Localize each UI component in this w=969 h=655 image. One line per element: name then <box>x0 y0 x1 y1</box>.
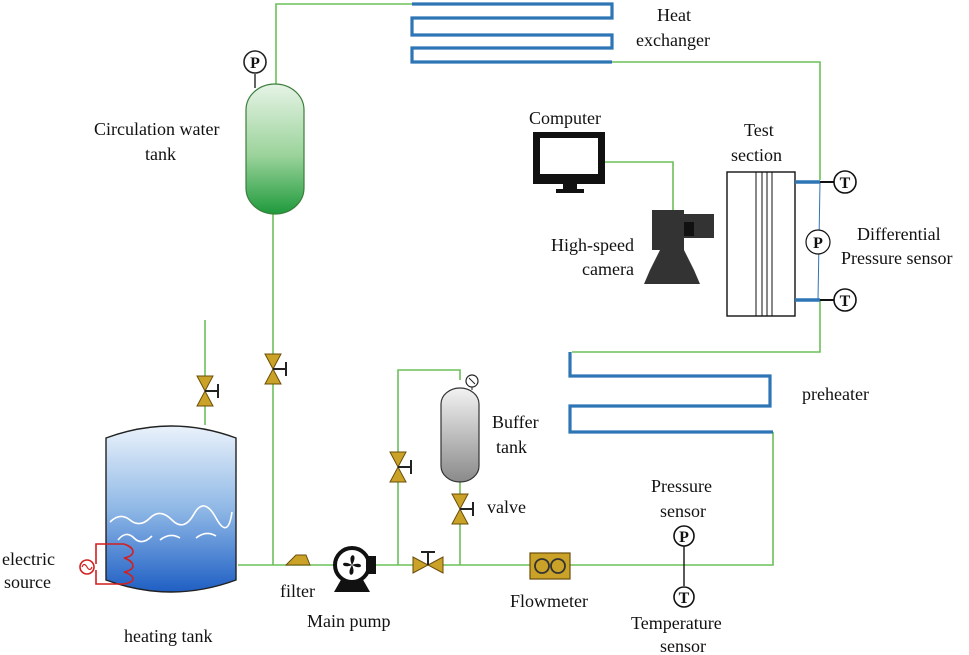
filter-label: filter <box>280 581 315 601</box>
diff-pressure-label-2: Pressure sensor <box>841 248 952 268</box>
temperature-sensor-icon: T <box>673 586 695 608</box>
flowmeter-icon <box>529 552 571 580</box>
preheater-coil <box>568 352 773 434</box>
heat-exchanger-label-2: exchanger <box>636 30 710 50</box>
diff-pressure-label-1: Differential <box>857 224 941 244</box>
buffer-tank-label-1: Buffer <box>492 412 539 432</box>
circulation-tank-label-1: Circulation water <box>94 119 219 139</box>
temperature-sensor-label-1: Temperature <box>631 613 722 633</box>
temperature-glyph-bottom: T <box>840 293 851 310</box>
flowmeter-label: Flowmeter <box>510 591 588 611</box>
temperature-sensor-label-2: sensor <box>660 636 706 655</box>
circulation-tank-label-2: tank <box>145 144 176 164</box>
heating-tank <box>105 425 237 593</box>
buffer-gauge-icon <box>465 374 479 390</box>
vent-valve-icon <box>196 375 219 407</box>
main-pump-icon <box>333 546 376 592</box>
pressure-sensor-icon: P <box>673 525 695 547</box>
valve-label: valve <box>487 497 526 517</box>
pressure-sensor-label-2: sensor <box>660 501 706 521</box>
pressure-gauge-icon: P <box>243 50 267 88</box>
pressure-gauge-glyph: P <box>250 55 260 72</box>
temperature-glyph-top: T <box>840 175 851 192</box>
camera-label-2: camera <box>582 259 634 279</box>
test-section-label-2: section <box>731 145 782 165</box>
temperature-sensor-glyph: T <box>679 590 690 607</box>
main-pump-label: Main pump <box>307 611 391 631</box>
buffer-tank <box>440 387 480 483</box>
differential-pressure-glyph: P <box>813 235 823 252</box>
electric-source-icon <box>79 543 134 585</box>
test-section-label-1: Test <box>744 120 774 140</box>
preheater-label: preheater <box>802 384 869 404</box>
pressure-sensor-glyph: P <box>679 529 689 546</box>
heat-exchanger-coil <box>410 2 614 64</box>
circulation-water-tank <box>245 83 305 215</box>
buffer-tank-label-2: tank <box>496 437 527 457</box>
pressure-sensor-label-1: Pressure <box>651 476 712 496</box>
heat-exchanger-label-1: Heat <box>657 5 691 25</box>
camera-label-1: High-speed <box>551 235 634 255</box>
tank-line-valve-icon <box>264 353 287 385</box>
bypass-valve-icon <box>389 451 412 483</box>
electric-source-label-2: source <box>4 572 51 592</box>
filter-icon <box>284 554 311 566</box>
buffer-valve-icon <box>451 493 474 525</box>
temperature-sensor-icon-top: T <box>820 170 857 194</box>
electric-source-label-1: electric <box>2 549 55 569</box>
heating-tank-label: heating tank <box>124 626 212 646</box>
high-speed-camera-icon <box>644 210 714 284</box>
differential-pressure-icon: P <box>805 229 831 255</box>
main-valve-icon <box>412 551 444 574</box>
temperature-sensor-icon-bottom: T <box>820 288 857 312</box>
computer-icon <box>533 132 605 193</box>
test-section <box>726 171 820 317</box>
computer-label: Computer <box>529 108 601 128</box>
